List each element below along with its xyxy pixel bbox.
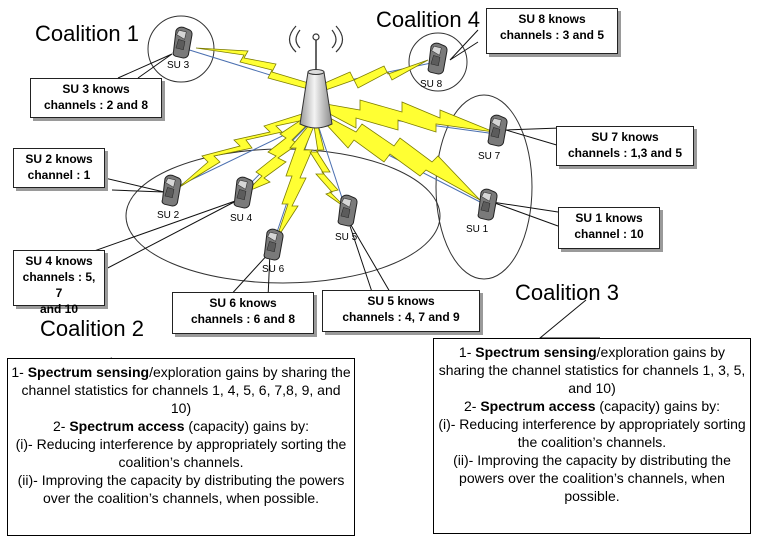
access-gain-text: 2- Spectrum access (capacity) gains by: [52,418,310,434]
coalition-1-title: Coalition 1 [35,21,139,46]
coalition-3-title: Coalition 3 [515,280,619,305]
su-6-knowledge-box: SU 6 knows channels : 6 and 8 [172,292,314,334]
box-line: SU 8 knows [518,12,586,26]
box-line: SU 6 knows [209,296,277,310]
sensing-gain-bold: Spectrum sensing [27,364,150,380]
capacity-gain-text: (ii)- Improving the capacity by distribu… [17,472,345,506]
box-line: channel : 10 [574,227,644,241]
sensing-gain-bold: Spectrum sensing [475,344,597,360]
box-line: SU 4 knows [25,254,93,268]
su-5-knowledge-box: SU 5 knows channels : 4, 7 and 9 [322,290,480,332]
box-line: SU 7 knows [591,130,659,144]
su-2-knowledge-box: SU 2 knows channel : 1 [13,148,105,188]
su-device [259,226,288,263]
box-line: channels : 4, 7 and 9 [342,310,460,324]
su-device [423,40,452,77]
box-line: channels : 1,3 and 5 [567,146,683,160]
box-line: channels : 5, 7 [22,270,96,300]
coalition-2-gains-box: 1- Spectrum sensing/exploration gains by… [7,358,355,536]
su-3-knowledge-box: SU 3 knows channels : 2 and 8 [30,78,162,118]
box-line: channel : 1 [27,168,91,182]
su-1-knowledge-box: SU 1 knows channel : 10 [558,207,660,249]
interference-gain-text: (i)- Reducing interference by appropriat… [438,416,746,450]
box-line: SU 2 knows [25,152,93,166]
su-5-name: SU 5 [335,232,358,243]
su-8-knowledge-box: SU 8 knows channels : 3 and 5 [486,8,618,54]
su-device [473,186,502,223]
lightning-bolts [177,47,495,241]
su-2-name: SU 2 [157,210,180,221]
su-3-name: SU 3 [167,60,190,71]
su-device [157,172,186,209]
box-line: channels : 2 and 8 [43,98,149,112]
capacity-gain-text: (ii)- Improving the capacity by distribu… [453,452,731,504]
access-gain-text: 2- Spectrum access (capacity) gains by: [463,398,721,414]
coalition-3-gains-box: 1- Spectrum sensing/exploration gains by… [433,338,751,534]
su-device [168,24,197,61]
coalition-4-boundary [408,32,468,92]
access-gain-bold: Spectrum access [69,418,185,434]
su-4-name: SU 4 [230,213,253,224]
box-line: channels : 3 and 5 [499,28,605,42]
coalition-3-boundary [435,94,533,280]
coalition-2-title: Coalition 2 [40,316,144,341]
su-8-name: SU 8 [420,79,443,90]
su-4-knowledge-box: SU 4 knows channels : 5, 7 and 10 [13,250,105,316]
sensing-gain-text: 1- Spectrum sensing/exploration gains by… [438,344,746,396]
box-line: and 10 [39,302,78,316]
box-line: SU 1 knows [575,211,643,225]
interference-gain-text: (i)- Reducing interference by appropriat… [15,436,347,470]
su-6-name: SU 6 [262,264,285,275]
base-station-tower [288,25,344,129]
coalition-4-title: Coalition 4 [376,7,480,32]
su-1-name: SU 1 [466,224,489,235]
sensing-gain-text: 1- Spectrum sensing/exploration gains by… [11,364,351,416]
tower-links [169,47,497,245]
box-line: SU 5 knows [367,294,435,308]
su-7-name: SU 7 [478,151,501,162]
access-gain-bold: Spectrum access [480,398,596,414]
box-line: channels : 6 and 8 [190,312,296,326]
su-device [333,192,362,229]
box-line: SU 3 knows [62,82,130,96]
su-7-knowledge-box: SU 7 knows channels : 1,3 and 5 [556,126,694,166]
